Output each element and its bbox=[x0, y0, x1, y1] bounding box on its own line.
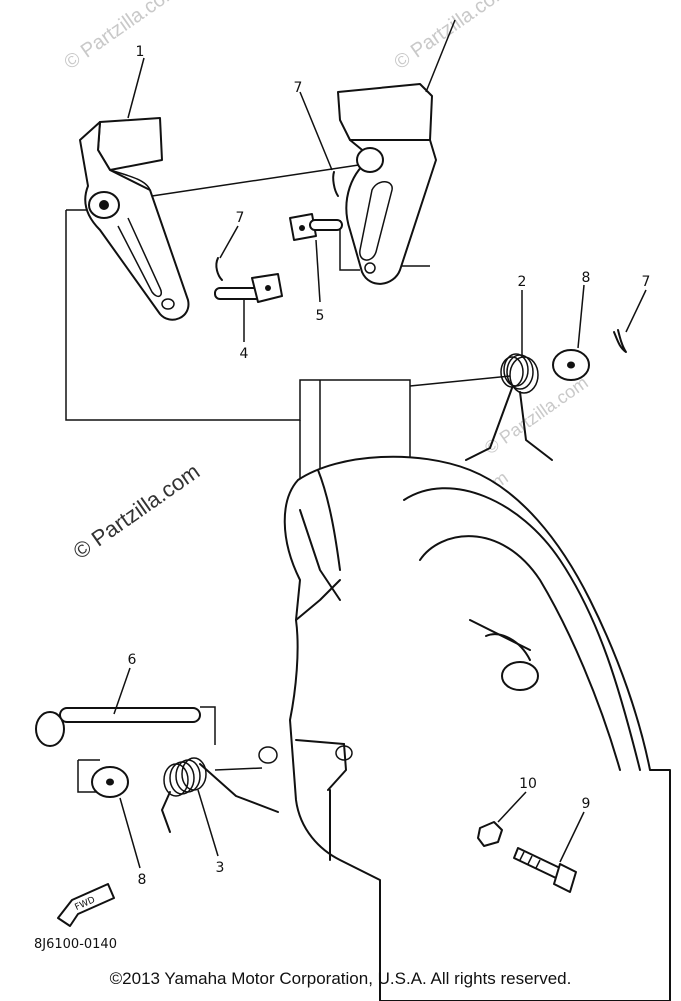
part-4-clevis-pin bbox=[214, 273, 283, 303]
part-2-torsion-spring bbox=[465, 353, 553, 461]
callout-8-top: 8 bbox=[582, 270, 591, 286]
callout-7-left: 7 bbox=[236, 210, 245, 226]
part-8-washer-lower bbox=[91, 766, 129, 798]
copyright-notice: ©2013 Yamaha Motor Corporation, U.S.A. A… bbox=[109, 969, 572, 988]
part-7-cotter-pins bbox=[215, 171, 627, 353]
callout-7-top: 7 bbox=[294, 80, 303, 96]
part-1-lever-right bbox=[337, 83, 437, 285]
part-9-bolt bbox=[513, 847, 577, 893]
callout-7-right: 7 bbox=[642, 274, 651, 290]
part-5-clevis-pin bbox=[289, 213, 343, 241]
callout-8-bottom: 8 bbox=[138, 872, 147, 888]
callout-10: 10 bbox=[519, 776, 537, 792]
callout-4: 4 bbox=[240, 346, 249, 362]
callout-leaders bbox=[113, 91, 647, 869]
callout-3: 3 bbox=[216, 860, 225, 876]
fwd-arrow-icon: FWD bbox=[57, 883, 115, 927]
callout-9: 9 bbox=[582, 796, 591, 812]
watermark-top-right: © Partzilla.com bbox=[390, 0, 513, 74]
watermark-top-left: © Partzilla.com bbox=[60, 0, 183, 74]
part-3-torsion-spring bbox=[161, 757, 279, 833]
callout-6: 6 bbox=[128, 652, 137, 668]
callout-2: 2 bbox=[518, 274, 527, 290]
watermark-main: © Partzilla.com bbox=[69, 459, 205, 565]
part-10-nut bbox=[477, 821, 503, 847]
part-8-washer-upper bbox=[552, 349, 590, 381]
part-1-lever-left bbox=[79, 117, 190, 321]
callout-5: 5 bbox=[316, 308, 325, 324]
callout-1: 1 bbox=[136, 44, 145, 60]
diagram-code: 8J6100-0140 bbox=[34, 937, 117, 952]
bracket-frame bbox=[258, 455, 671, 1001]
part-6-long-pin bbox=[35, 707, 201, 747]
